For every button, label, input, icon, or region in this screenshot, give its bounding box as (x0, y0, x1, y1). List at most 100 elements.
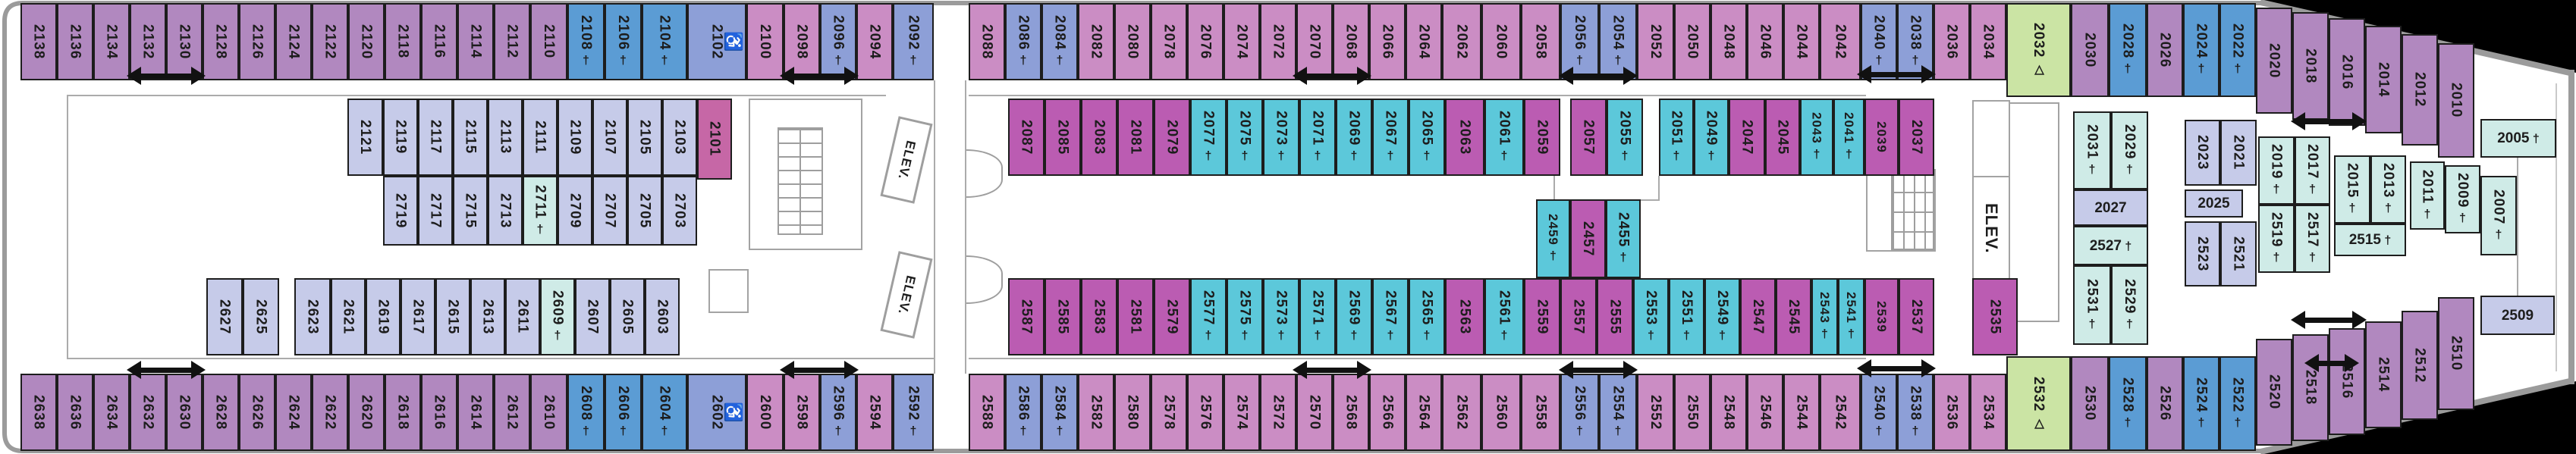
cabin-2045[interactable]: 2045 (1765, 99, 1800, 176)
cabin-2536[interactable]: 2536 (1934, 374, 1970, 451)
cabin-2023[interactable]: 2023 (2185, 120, 2220, 186)
cabin-2596[interactable]: 2596 † (820, 374, 856, 451)
cabin-2569[interactable]: 2569 † (1336, 278, 1372, 355)
cabin-2059[interactable]: 2059 (1524, 99, 1560, 176)
cabin-2603[interactable]: 2603 (645, 278, 680, 355)
cabin-2117[interactable]: 2117 (418, 99, 453, 176)
cabin-2572[interactable]: 2572 (1260, 374, 1296, 451)
cabin-2104[interactable]: 2104 † (642, 3, 687, 80)
cabin-2618[interactable]: 2618 (385, 374, 421, 451)
cabin-2114[interactable]: 2114 (457, 3, 494, 80)
cabin-2042[interactable]: 2042 (1820, 3, 1861, 80)
cabin-2100[interactable]: 2100 (746, 3, 784, 80)
cabin-2617[interactable]: 2617 (401, 278, 435, 355)
cabin-2580[interactable]: 2580 (1114, 374, 1151, 451)
cabin-2565[interactable]: 2565 † (1409, 278, 1445, 355)
cabin-2516[interactable]: 2516 (2329, 328, 2365, 435)
cabin-2582[interactable]: 2582 (1078, 374, 1114, 451)
cabin-2009[interactable]: 2009 † (2445, 165, 2480, 233)
cabin-2628[interactable]: 2628 (203, 374, 239, 451)
cabin-2632[interactable]: 2632 (130, 374, 166, 451)
cabin-2520[interactable]: 2520 (2256, 339, 2292, 446)
cabin-2576[interactable]: 2576 (1187, 374, 1224, 451)
cabin-2036[interactable]: 2036 (1934, 3, 1970, 80)
cabin-2132[interactable]: 2132 (130, 3, 166, 80)
cabin-2519[interactable]: 2519 † (2258, 205, 2295, 273)
cabin-2034[interactable]: 2034 (1970, 3, 2006, 80)
cabin-2577[interactable]: 2577 † (1190, 278, 1227, 355)
cabin-2103[interactable]: 2103 (662, 99, 697, 176)
cabin-2050[interactable]: 2050 (1674, 3, 1711, 80)
cabin-2567[interactable]: 2567 † (1372, 278, 1409, 355)
cabin-2521[interactable]: 2521 (2220, 221, 2257, 286)
cabin-2527[interactable]: 2527 † (2073, 226, 2148, 265)
cabin-2088[interactable]: 2088 (969, 3, 1005, 80)
cabin-2120[interactable]: 2120 (348, 3, 385, 80)
cabin-2069[interactable]: 2069 † (1336, 99, 1372, 176)
cabin-2092[interactable]: 2092 † (893, 3, 934, 80)
cabin-2021[interactable]: 2021 (2220, 120, 2257, 186)
cabin-2518[interactable]: 2518 (2292, 334, 2329, 441)
cabin-2588[interactable]: 2588 (969, 374, 1005, 451)
cabin-2109[interactable]: 2109 (558, 99, 592, 176)
cabin-2587[interactable]: 2587 (1008, 278, 1045, 355)
cabin-2115[interactable]: 2115 (453, 99, 488, 176)
cabin-2624[interactable]: 2624 (275, 374, 312, 451)
cabin-2526[interactable]: 2526 (2147, 356, 2183, 451)
cabin-2116[interactable]: 2116 (421, 3, 457, 80)
cabin-2566[interactable]: 2566 (1369, 374, 1406, 451)
cabin-2564[interactable]: 2564 (1406, 374, 1442, 451)
cabin-2081[interactable]: 2081 (1117, 99, 1154, 176)
cabin-2076[interactable]: 2076 (1187, 3, 1224, 80)
cabin-2552[interactable]: 2552 (1637, 374, 1674, 451)
cabin-2550[interactable]: 2550 (1674, 374, 1711, 451)
cabin-2605[interactable]: 2605 (610, 278, 645, 355)
cabin-2124[interactable]: 2124 (275, 3, 312, 80)
cabin-2113[interactable]: 2113 (488, 99, 523, 176)
cabin-2026[interactable]: 2026 (2147, 3, 2183, 97)
cabin-2041[interactable]: 2041 † (1833, 99, 1864, 176)
cabin-2110[interactable]: 2110 (530, 3, 567, 80)
cabin-2049[interactable]: 2049 † (1694, 99, 1729, 176)
cabin-2017[interactable]: 2017 † (2295, 136, 2330, 205)
cabin-2578[interactable]: 2578 (1151, 374, 1187, 451)
cabin-2046[interactable]: 2046 (1747, 3, 1783, 80)
cabin-2134[interactable]: 2134 (93, 3, 130, 80)
cabin-2707[interactable]: 2707 (592, 176, 627, 246)
cabin-2540[interactable]: 2540 † (1861, 374, 1897, 451)
cabin-2613[interactable]: 2613 (470, 278, 505, 355)
cabin-2027[interactable]: 2027 (2073, 189, 2148, 226)
cabin-2719[interactable]: 2719 (383, 176, 418, 246)
cabin-2612[interactable]: 2612 (494, 374, 530, 451)
cabin-2538[interactable]: 2538 † (1897, 374, 1934, 451)
cabin-2106[interactable]: 2106 † (605, 3, 642, 80)
cabin-2611[interactable]: 2611 (505, 278, 540, 355)
cabin-2018[interactable]: 2018 (2292, 12, 2329, 120)
cabin-2085[interactable]: 2085 (1045, 99, 1081, 176)
cabin-2054[interactable]: 2054 † (1599, 3, 1637, 80)
cabin-2581[interactable]: 2581 (1117, 278, 1154, 355)
cabin-2621[interactable]: 2621 (331, 278, 366, 355)
cabin-2057[interactable]: 2057 (1570, 99, 1607, 176)
cabin-2066[interactable]: 2066 (1369, 3, 1406, 80)
cabin-2592[interactable]: 2592 † (893, 374, 934, 451)
cabin-2119[interactable]: 2119 (383, 99, 418, 176)
cabin-2082[interactable]: 2082 (1078, 3, 1114, 80)
cabin-2625[interactable]: 2625 (243, 278, 279, 355)
cabin-2537[interactable]: 2537 (1899, 278, 1934, 355)
cabin-2717[interactable]: 2717 (418, 176, 453, 246)
cabin-2709[interactable]: 2709 (558, 176, 592, 246)
cabin-2561[interactable]: 2561 † (1484, 278, 1524, 355)
cabin-2604[interactable]: 2604 † (642, 374, 687, 451)
cabin-2598[interactable]: 2598 (784, 374, 820, 451)
cabin-2073[interactable]: 2073 † (1263, 99, 1299, 176)
cabin-2535[interactable]: 2535 (1972, 278, 2018, 355)
cabin-2620[interactable]: 2620 (348, 374, 385, 451)
cabin-2126[interactable]: 2126 (239, 3, 275, 80)
cabin-2122[interactable]: 2122 (312, 3, 348, 80)
cabin-2005[interactable]: 2005 † (2480, 119, 2556, 158)
cabin-2630[interactable]: 2630 (166, 374, 203, 451)
cabin-2030[interactable]: 2030 (2071, 3, 2109, 97)
cabin-2080[interactable]: 2080 (1114, 3, 1151, 80)
cabin-2055[interactable]: 2055 † (1607, 99, 1643, 176)
